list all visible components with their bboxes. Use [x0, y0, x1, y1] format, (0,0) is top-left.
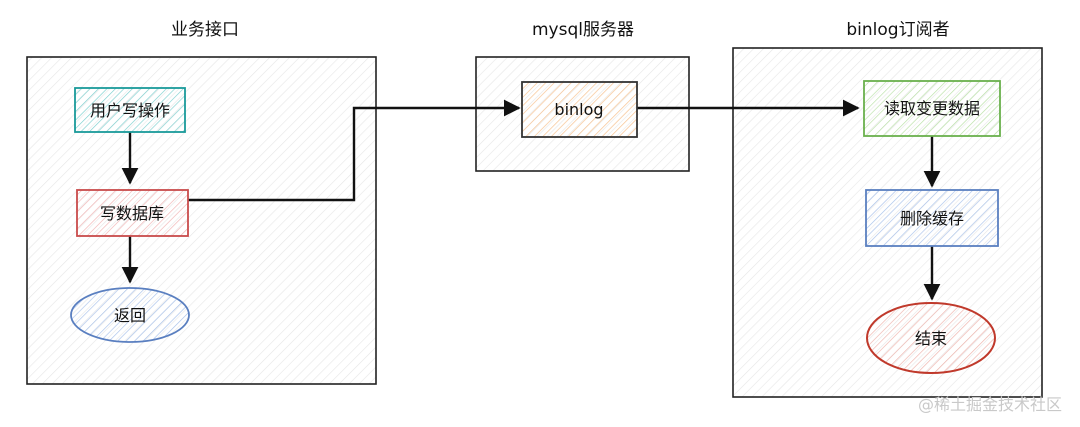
- node-binlog: binlog: [521, 81, 638, 138]
- arrow-writedb-to-binlog: [188, 99, 521, 202]
- node-delete-cache-label: 删除缓存: [900, 209, 964, 228]
- group-business-label: 业务接口: [171, 20, 239, 40]
- group-subscriber-label: binlog订阅者: [846, 20, 949, 40]
- node-user-write: 用户写操作: [74, 87, 186, 133]
- node-delete-cache: 删除缓存: [865, 189, 999, 247]
- node-write-db: 写数据库: [76, 189, 189, 237]
- node-end-label: 结束: [915, 329, 947, 348]
- node-return: 返回: [70, 287, 190, 343]
- node-return-label: 返回: [114, 306, 146, 325]
- connectors: [121, 99, 941, 301]
- node-end: 结束: [866, 302, 996, 374]
- node-read-change-label: 读取变更数据: [884, 99, 980, 118]
- node-user-write-label: 用户写操作: [90, 101, 170, 120]
- node-write-db-label: 写数据库: [100, 204, 164, 223]
- group-mysql-label: mysql服务器: [532, 20, 634, 40]
- watermark-text: @稀土掘金技术社区: [918, 395, 1062, 414]
- node-read-change: 读取变更数据: [863, 80, 1001, 137]
- node-binlog-label: binlog: [554, 100, 603, 119]
